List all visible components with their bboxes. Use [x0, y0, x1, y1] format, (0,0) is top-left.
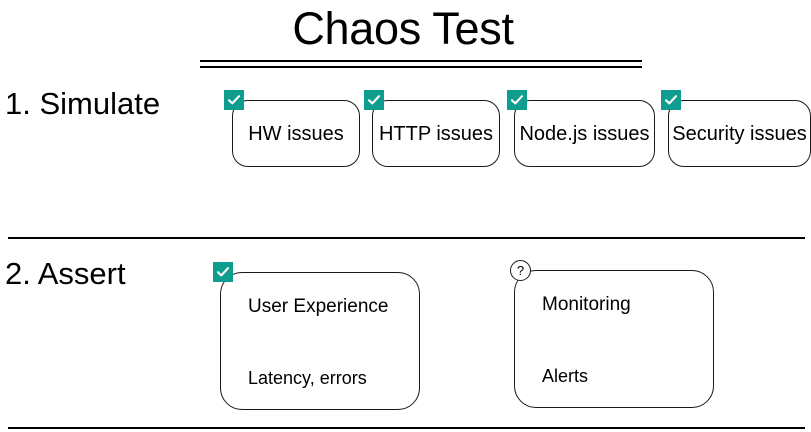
checkbox-checked-icon[interactable] [661, 90, 681, 110]
section-label-assert: 2. Assert [5, 256, 126, 291]
card-security-issues-label: Security issues [672, 122, 807, 145]
card-user-experience-subtitle: Latency, errors [248, 368, 367, 388]
title-rule-line-bottom [200, 66, 642, 68]
title-double-rule [200, 60, 642, 68]
section-divider-top [8, 237, 805, 239]
card-http-issues[interactable]: HTTP issues [372, 100, 500, 167]
section-label-simulate: 1. Simulate [5, 86, 161, 121]
card-security-issues[interactable]: Security issues [668, 100, 811, 167]
checkbox-checked-icon[interactable] [213, 262, 233, 282]
page-title: Chaos Test [292, 3, 514, 54]
card-nodejs-issues-label: Node.js issues [519, 122, 650, 145]
checkbox-checked-icon[interactable] [224, 90, 244, 110]
checkbox-checked-icon[interactable] [507, 90, 527, 110]
title-rule-line-top [200, 60, 642, 62]
question-mark-icon[interactable]: ? [510, 260, 531, 281]
section-divider-bottom [8, 427, 805, 429]
card-user-experience[interactable]: User Experience Latency, errors [220, 272, 420, 410]
checkbox-checked-icon[interactable] [364, 90, 384, 110]
card-monitoring[interactable]: Monitoring Alerts [514, 270, 714, 408]
question-mark-glyph: ? [516, 263, 525, 278]
card-hw-issues-label: HW issues [248, 122, 344, 145]
card-monitoring-title: Monitoring [542, 294, 631, 315]
card-monitoring-subtitle: Alerts [542, 366, 589, 386]
card-http-issues-label: HTTP issues [378, 122, 494, 145]
card-hw-issues[interactable]: HW issues [232, 100, 360, 167]
card-nodejs-issues[interactable]: Node.js issues [514, 100, 655, 167]
card-user-experience-title: User Experience [248, 296, 389, 317]
